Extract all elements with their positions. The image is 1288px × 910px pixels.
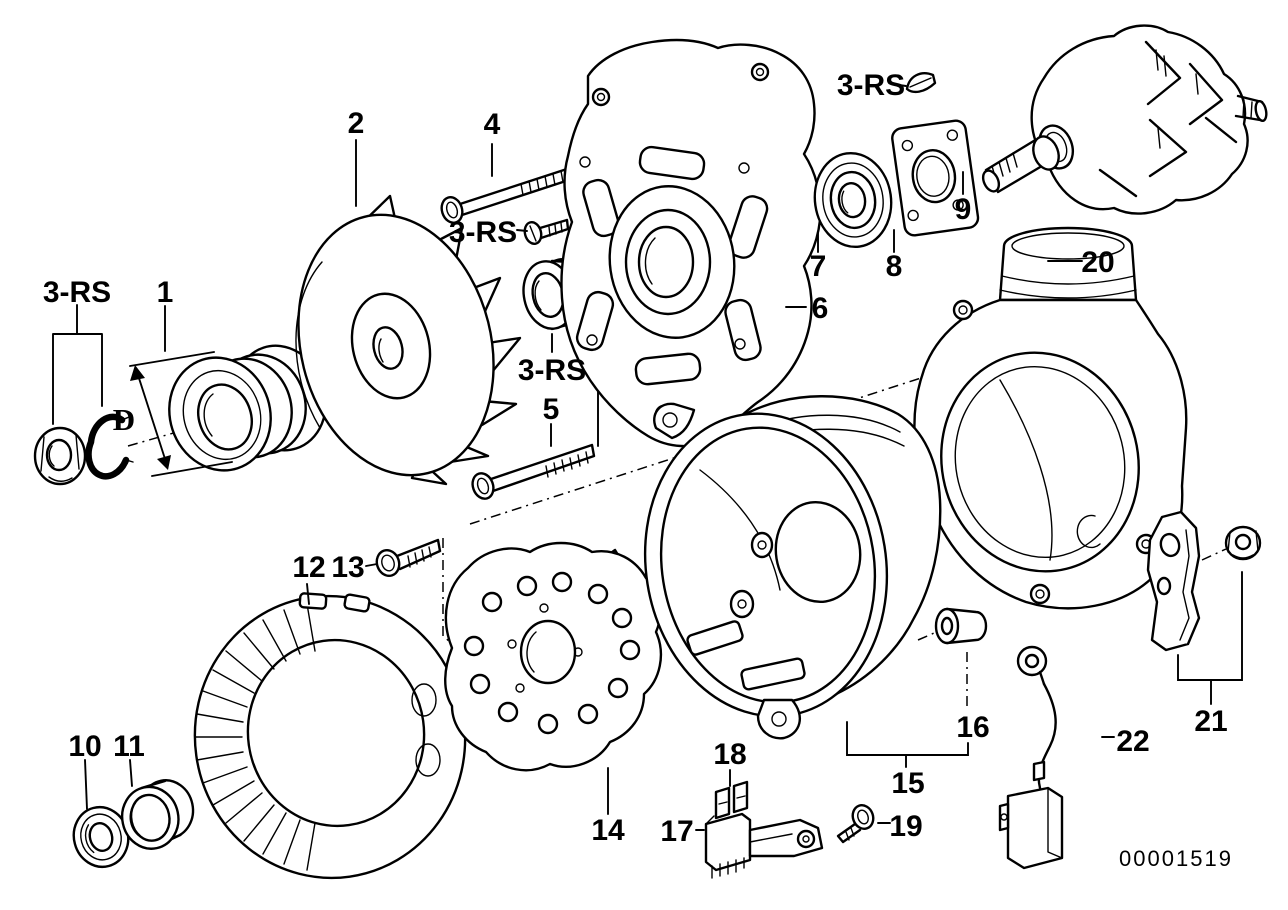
part-nut-21 [1224,525,1262,561]
label-17: 17 [660,815,693,848]
label-6: 6 [812,292,829,325]
part-brush [998,645,1064,870]
label-3rs-left: 3-RS [43,276,111,309]
label-10: 10 [68,730,101,763]
label-3rs-mid: 3-RS [449,216,517,249]
part-bolt-5 [471,443,596,500]
drawing-number: 00001519 [1119,846,1233,871]
part-front-housing [560,38,822,448]
part-bearing-cap [120,779,195,850]
label-13: 13 [331,551,364,584]
labels: 3-RS 1 2 4 3-RS 3-RS 5 6 7 8 3-RS 9 20 1… [43,69,1233,871]
label-16: 16 [956,711,989,744]
label-18: 18 [713,738,746,771]
label-19: 19 [889,810,922,843]
part-key-wedge [905,72,937,94]
part-screw-19 [836,804,875,844]
label-8: 8 [886,250,903,283]
label-7: 7 [810,250,827,283]
part-cover [913,226,1188,610]
label-3rs-lower: 3-RS [518,354,586,387]
part-regulator [704,780,824,879]
part-rear-housing [643,395,942,740]
label-9: 9 [955,193,972,226]
label-3rs-top: 3-RS [837,69,905,102]
part-stator [193,592,467,880]
part-fan [295,194,522,486]
label-5: 5 [543,393,560,426]
label-22: 22 [1116,725,1149,758]
label-15: 15 [891,767,924,800]
part-lock-ring [85,413,134,480]
label-11: 11 [113,730,145,763]
part-rectifier [444,541,663,772]
dimension-d-arrow [129,351,233,477]
part-retainer-plate [891,119,980,237]
label-12: 12 [292,551,325,584]
part-screw-3rs [523,218,570,246]
label-4: 4 [484,108,501,141]
label-1: 1 [157,276,174,309]
part-bushing [934,607,988,645]
part-bearing-10 [72,805,130,869]
label-21: 21 [1194,705,1227,738]
label-14: 14 [591,814,625,847]
part-bracket [1146,510,1201,652]
leader-lines [52,84,1243,831]
part-rotor [981,24,1268,215]
label-dimension-d: D [113,402,135,437]
part-nut [33,426,87,486]
part-screw-13 [375,538,442,578]
label-20: 20 [1081,246,1114,279]
part-bearing-7 [813,151,893,249]
label-2: 2 [348,107,365,140]
